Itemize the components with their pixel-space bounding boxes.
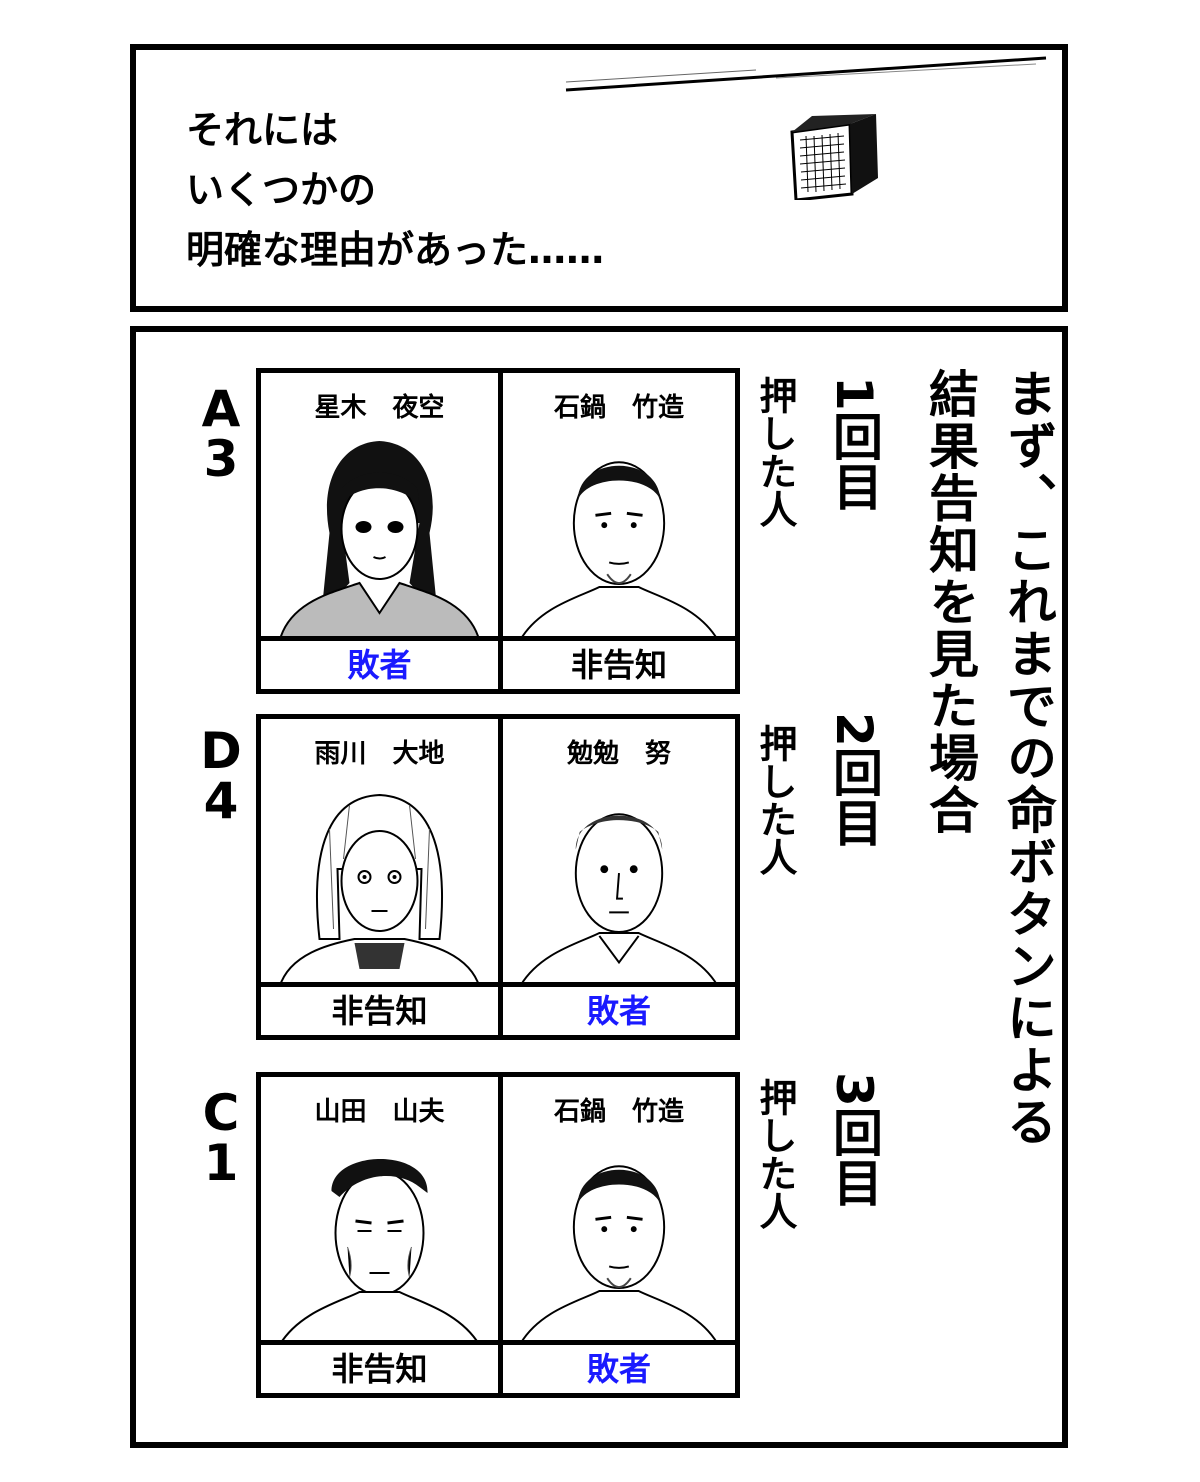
person-card: 石鍋 竹造 非告知	[498, 373, 735, 689]
round-3-code: C 1	[186, 1088, 256, 1188]
portrait-man-buzzcut	[511, 423, 727, 641]
narration-line-3: 明確な理由があった‥‥‥	[186, 228, 605, 272]
round-1-pushed-label: 押した人	[753, 376, 797, 528]
person-name: 石鍋 竹造	[553, 393, 684, 423]
round-3-card-pair: 山田 山夫 非告知 石鍋 竹造	[256, 1072, 740, 1398]
person-card: 山田 山夫 非告知	[261, 1077, 498, 1393]
speaker-box-icon	[790, 114, 878, 200]
round-3-label: 3回目	[825, 1072, 883, 1207]
ceiling-line	[565, 56, 1047, 92]
portrait-man-crewcut	[511, 769, 727, 987]
portrait-man-slick-hair	[269, 1127, 490, 1346]
narration-line-2: いくつかの	[186, 168, 377, 212]
round-2-code-letter: D	[200, 722, 242, 780]
person-card: 勉勉 努 敗者	[498, 719, 735, 1035]
round-1-code-number: 3	[203, 430, 239, 488]
round-1-code-letter: A	[201, 380, 241, 438]
person-card: 星木 夜空 敗者	[261, 373, 498, 689]
round-3-code-letter: C	[202, 1084, 240, 1142]
round-2-label: 2回目	[825, 712, 883, 847]
narration-text: それには いくつかの 明確な理由があった‥‥‥	[186, 100, 604, 280]
portrait-man-buzzcut	[511, 1127, 727, 1345]
status-label: 敗者	[261, 636, 498, 689]
person-name: 雨川 大地	[314, 739, 445, 769]
person-name: 勉勉 努	[566, 739, 671, 769]
status-label: 非告知	[261, 982, 498, 1035]
round-2-code: D 4	[186, 726, 256, 826]
status-label: 敗者	[503, 982, 735, 1035]
portrait-woman-long-hair	[269, 423, 490, 642]
round-1-card-pair: 星木 夜空 敗者 石鍋 竹造	[256, 368, 740, 694]
round-1-code: A 3	[186, 384, 256, 484]
round-3-pushed-label: 押した人	[753, 1078, 797, 1230]
status-label: 敗者	[503, 1340, 735, 1393]
narration-line-1: それには	[186, 108, 339, 152]
person-name: 石鍋 竹造	[553, 1097, 684, 1127]
round-1-label: 1回目	[825, 376, 883, 511]
main-panel: まず、これまでの命ボタンによる 結果告知を見た場合 1回目 押した人 A 3 星…	[130, 326, 1068, 1448]
person-name: 山田 山夫	[314, 1097, 445, 1127]
heading-line-2: 結果告知を見た場合	[921, 368, 979, 836]
round-2-pushed-label: 押した人	[753, 724, 797, 876]
round-2-code-number: 4	[203, 772, 239, 830]
person-name: 星木 夜空	[314, 393, 445, 423]
round-2-card-pair: 雨川 大地 非告知 勉勉 努	[256, 714, 740, 1040]
person-card: 石鍋 竹造 敗者	[498, 1077, 735, 1393]
heading-line-1: まず、これまでの命ボタンによる	[999, 368, 1057, 1148]
status-label: 非告知	[503, 636, 735, 689]
portrait-older-woman	[269, 769, 490, 988]
top-panel: それには いくつかの 明確な理由があった‥‥‥	[130, 44, 1068, 312]
person-card: 雨川 大地 非告知	[261, 719, 498, 1035]
round-3-code-number: 1	[203, 1134, 239, 1192]
status-label: 非告知	[261, 1340, 498, 1393]
